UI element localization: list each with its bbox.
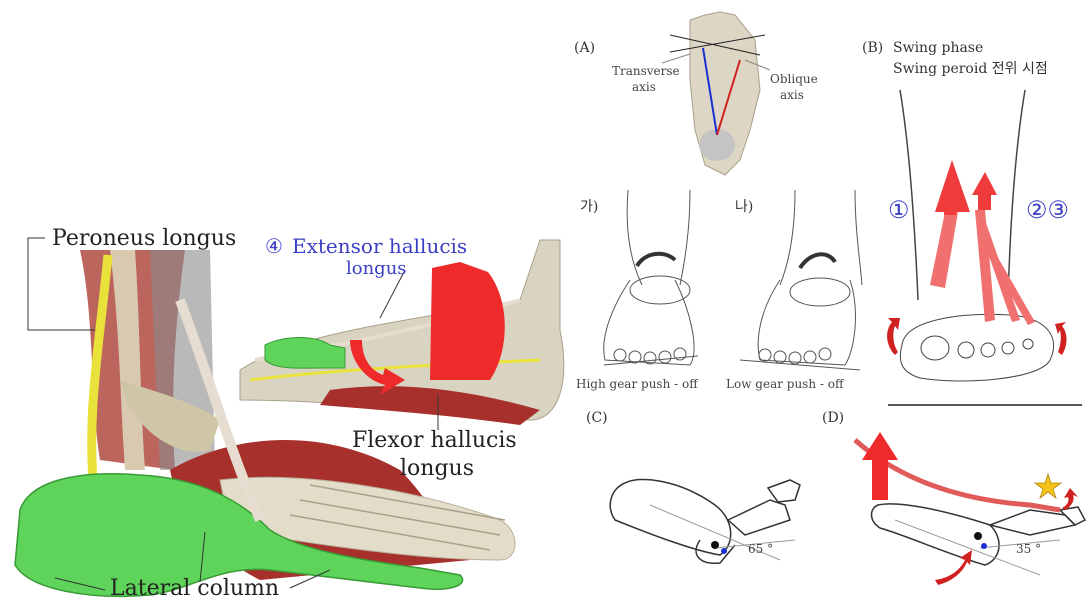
transverse-axis-label-line2: axis bbox=[632, 80, 656, 94]
flexor-hallucis-label-line1: Flexor hallucis bbox=[352, 428, 517, 453]
angle-65-label: 65 ° bbox=[748, 542, 773, 556]
ga-label: 가) bbox=[580, 196, 598, 216]
panel-c-label: (C) bbox=[586, 410, 608, 426]
circle-two-three-marker: ②③ bbox=[1026, 196, 1069, 224]
panel-a-label: (A) bbox=[574, 40, 595, 56]
extensor-number-marker: ④ bbox=[265, 234, 283, 258]
high-gear-sketch bbox=[604, 190, 698, 365]
panel-d-foot-bones bbox=[855, 432, 1085, 585]
panel-a-foot-axes bbox=[662, 12, 770, 175]
panel-b-swing-phase bbox=[887, 90, 1082, 405]
oblique-axis-label-line1: Oblique bbox=[770, 72, 818, 86]
na-label: 나) bbox=[735, 196, 753, 216]
angle-35-label: 35 ° bbox=[1016, 542, 1041, 556]
circle-one-marker: ① bbox=[888, 196, 910, 224]
peroneus-longus-label: Peroneus longus bbox=[52, 226, 236, 251]
swing-period-label: Swing peroid 전위 시점 bbox=[893, 58, 1048, 78]
panel-d-label: (D) bbox=[822, 410, 844, 426]
panel-b-label: (B) bbox=[862, 40, 883, 56]
transverse-axis-label-line1: Transverse bbox=[612, 64, 680, 78]
extensor-hallucis-label-line1: Extensor hallucis bbox=[292, 234, 467, 258]
low-gear-push-off-label: Low gear push - off bbox=[726, 377, 844, 391]
low-gear-sketch bbox=[740, 190, 862, 370]
oblique-axis-label-line2: axis bbox=[780, 88, 804, 102]
high-gear-push-off-label: High gear push - off bbox=[576, 377, 698, 391]
swing-phase-label: Swing phase bbox=[893, 40, 983, 56]
lateral-column-label: Lateral column bbox=[110, 576, 279, 601]
flexor-hallucis-label-line2: longus bbox=[400, 456, 474, 481]
extensor-hallucis-label-line2: longus bbox=[346, 258, 407, 279]
